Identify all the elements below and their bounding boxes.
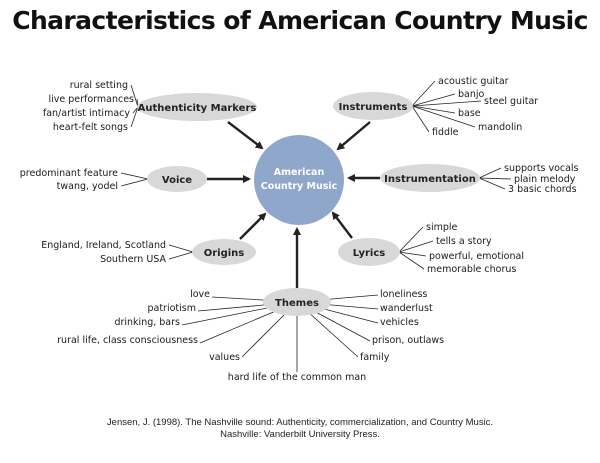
leaf-authenticity-2: fan/artist intimacy [43,108,130,119]
arrow-origins [239,212,267,240]
page-title: Characteristics of American Country Musi… [12,6,588,35]
leaf-instrumentation-1: plain melody [514,174,576,185]
leaf-instruments-2: steel guitar [484,96,538,107]
connector-origins-1 [168,251,194,260]
leaf-lyrics-1: tells a story [436,236,492,247]
leaf-themes-4: values [209,352,240,363]
node-themes: Themes [263,288,331,316]
leaf-lyrics-3: memorable chorus [427,264,516,275]
leaf-authenticity-0: rural setting [70,80,128,91]
connector-voice-0 [120,172,149,180]
leaf-instrumentation-2: 3 basic chords [508,184,577,195]
connector-authenticity-3 [130,106,139,128]
center-label-line1: American [274,167,325,178]
leaf-themes-10: loneliness [380,289,427,300]
citation: Jensen, J. (1998). The Nashville sound: … [0,417,600,441]
leaf-instruments-3: base [458,108,481,119]
node-voice: Voice [147,166,207,192]
node-label: Instrumentation [384,174,476,185]
leaf-themes-7: prison, outlaws [372,335,444,346]
leaf-instruments-1: banjo [458,89,485,100]
node-origins: Origins [192,239,256,265]
node-instrumentation: Instrumentation [380,164,480,192]
leaf-instruments-4: mandolin [478,122,522,133]
leaf-origins-0: England, Ireland, Scotland [41,240,166,251]
node-label: Origins [204,248,245,259]
connector-lyrics-1 [398,240,434,253]
leaf-themes-3: rural life, class consciousness [57,335,198,346]
node-authenticity-markers: Authenticity Markers [137,93,257,121]
connector-voice-1 [120,178,149,187]
leaf-instruments-5: fiddle [432,127,459,138]
connector-instruments-3 [411,105,456,114]
node-label: Authenticity Markers [138,103,257,114]
connector-instruments-5 [411,105,430,133]
leaf-authenticity-1: live performances [48,94,134,105]
leaf-themes-1: patriotism [147,303,196,314]
leaf-voice-0: predominant feature [20,168,118,179]
arrow-lyrics [331,211,353,239]
leaf-lyrics-0: simple [426,222,458,233]
leaf-origins-1: Southern USA [100,254,166,265]
leaf-themes-8: vehicles [380,317,419,328]
connector-instruments-1 [411,93,456,107]
connector-authenticity-0 [130,84,139,108]
leaf-authenticity-3: heart-felt songs [53,122,128,133]
leaf-themes-6: family [360,352,390,363]
citation-line2: Nashville: Vanderbilt University Press. [220,429,380,440]
leaf-themes-5: hard life of the common man [228,372,366,383]
leaf-lyrics-2: powerful, emotional [429,251,524,262]
connector-lyrics-2 [398,251,427,257]
center-node [254,135,344,225]
leaf-labels: rural setting live performances fan/artist… [20,76,579,383]
leaf-themes-9: wanderlust [380,303,433,314]
connector-origins-0 [168,244,194,253]
connector-instruments-2 [411,100,482,107]
connector-lyrics-0 [398,226,424,253]
connector-lyrics-3 [398,251,425,270]
arrows [207,121,380,288]
node-label: Voice [162,175,192,186]
node-label: Lyrics [353,248,385,259]
connector-instruments-0 [411,80,436,107]
connector-instrumentation-0 [478,167,502,179]
citation-line1: Jensen, J. (1998). The Nashville sound: … [106,417,494,428]
arrow-instruments [336,121,371,151]
leaf-themes-2: drinking, bars [114,317,180,328]
connector-instruments-4 [411,105,476,128]
node-label: Themes [275,298,319,309]
node-instruments: Instruments [333,92,413,120]
node-label: Instruments [339,102,408,113]
connector-instrumentation-1 [478,177,512,180]
leaf-instruments-0: acoustic guitar [438,76,509,87]
connector-instrumentation-2 [478,177,506,190]
arrow-authenticity [227,121,264,150]
center-label-line2: Country Music [261,181,338,192]
leaf-instrumentation-0: supports vocals [504,163,579,174]
leaf-themes-0: love [190,289,210,300]
node-lyrics: Lyrics [338,238,400,266]
leaf-voice-1: twang, yodel [57,181,118,192]
